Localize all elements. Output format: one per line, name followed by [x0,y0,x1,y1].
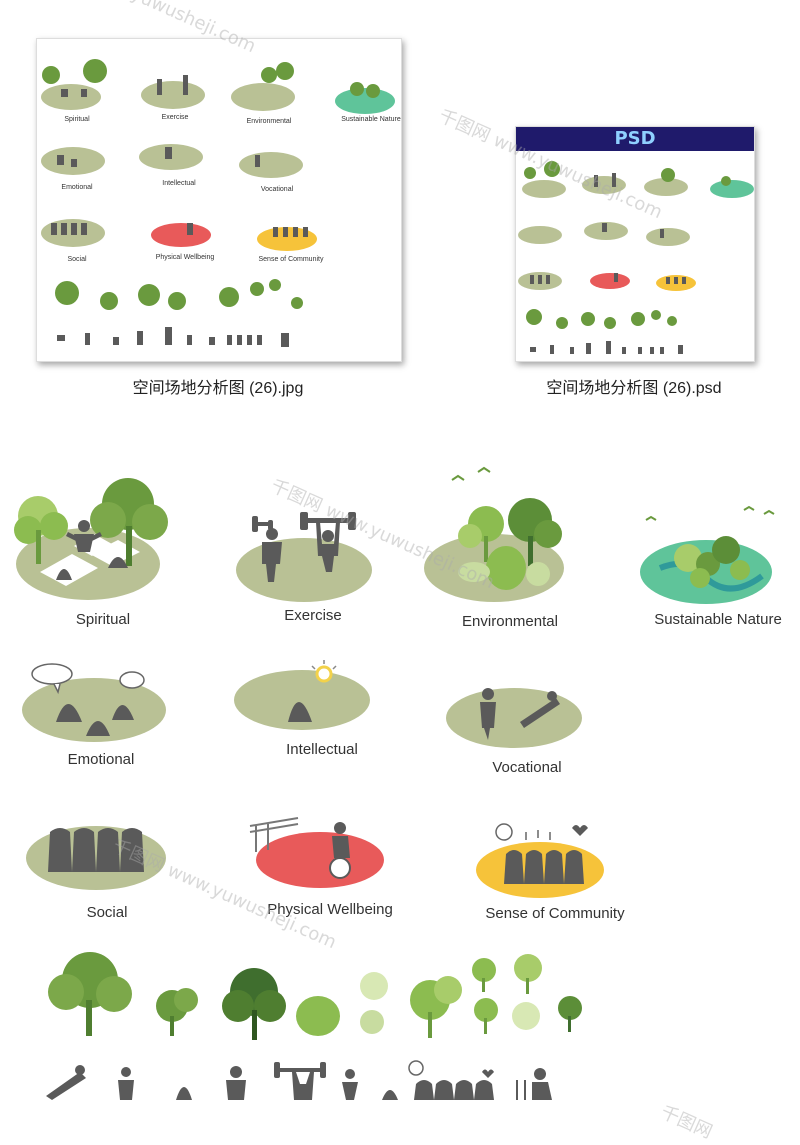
psd-thumbnail-preview [518,161,754,354]
svg-text:Spiritual: Spiritual [64,116,90,123]
environmental-icon-group [424,466,564,602]
social-icon-group [26,826,166,890]
jpg-filename[interactable]: 空间场地分析图 (26).jpg [132,380,304,397]
label-sense-of-community: Sense of Community [485,905,625,922]
svg-text:Intellectual: Intellectual [162,180,196,187]
sense-of-community-icon-group [476,823,604,898]
svg-text:Physical Wellbeing: Physical Wellbeing [156,254,215,261]
psd-banner: PSD [516,127,754,151]
intellectual-icon-group [234,660,370,730]
figure-assets-row [46,1060,552,1100]
label-environmental: Environmental [462,613,558,630]
psd-thumbnail[interactable]: PSD [515,126,755,362]
label-emotional: Emotional [67,751,135,768]
vocational-icon-group [446,688,582,748]
label-physical-wellbeing: Physical Wellbeing [267,901,393,918]
svg-text:Vocational: Vocational [261,186,294,193]
label-spiritual: Spiritual [75,611,131,628]
tree-assets-row [48,952,582,1040]
svg-text:Emotional: Emotional [61,184,93,191]
physical-wellbeing-icon-group [249,817,384,888]
svg-text:Exercise: Exercise [162,114,189,121]
sustainable-nature-icon-group [640,505,775,604]
svg-text:Social: Social [67,256,87,263]
label-social: Social [86,904,128,921]
label-vocational: Vocational [492,759,562,776]
svg-text:Environmental: Environmental [247,118,292,125]
exercise-icon-group [236,512,372,602]
spiritual-icon-group [14,478,168,600]
label-intellectual: Intellectual [286,741,358,758]
jpg-thumbnail-preview: Spiritual Exercise Environmental Sustain… [41,59,401,347]
label-exercise: Exercise [284,607,342,624]
svg-text:Sense of Community: Sense of Community [259,256,324,263]
watermark-5: 千图网 [657,1101,716,1143]
jpg-thumbnail[interactable]: Spiritual Exercise Environmental Sustain… [36,38,402,362]
wellbeing-illustration [14,466,775,1100]
emotional-icon-group [22,663,166,742]
label-sustainable-nature: Sustainable Nature [654,611,782,628]
psd-filename[interactable]: 空间场地分析图 (26).psd [546,380,722,397]
svg-text:Sustainable Nature: Sustainable Nature [341,116,401,123]
